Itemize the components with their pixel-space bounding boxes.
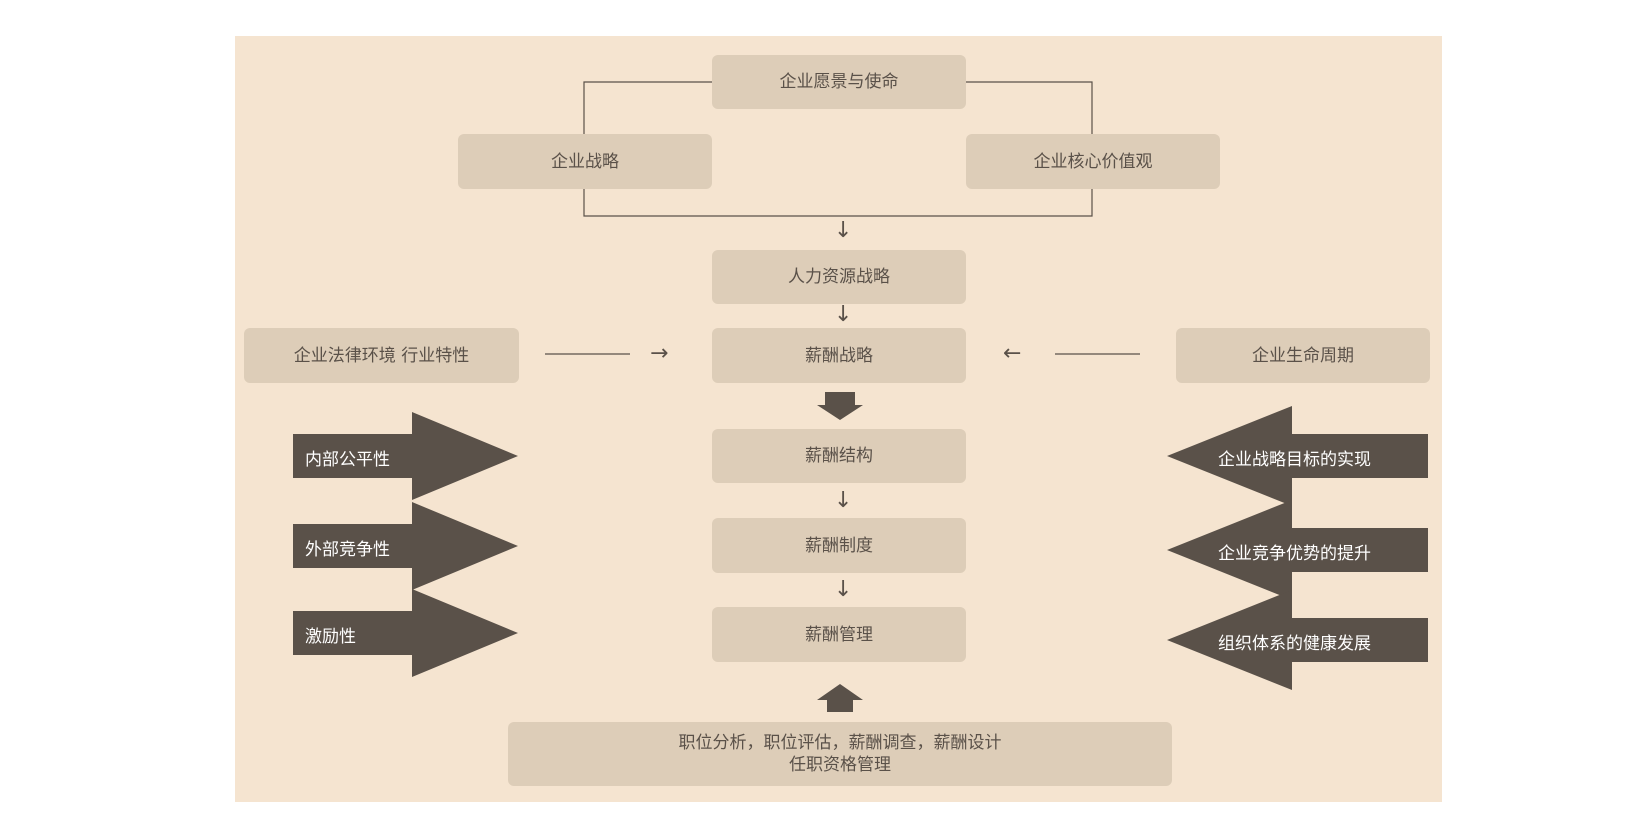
- bracket-right-top: [966, 81, 1093, 134]
- strategy-box: 企业战略: [458, 134, 712, 189]
- left-arrow-shape-3: [293, 589, 518, 677]
- foundation-box: 职位分析，职位评估，薪酬调查，薪酬设计 任职资格管理: [508, 722, 1172, 786]
- right-arrow-label-1: 企业战略目标的实现: [1218, 450, 1371, 470]
- left-arrow-shape-1: [293, 412, 518, 500]
- right-arrow-shape-2: [1167, 500, 1428, 600]
- values-box: 企业核心价值观: [966, 134, 1220, 189]
- thick-down-arrow: [817, 392, 863, 420]
- right-arrow-label-2: 企业竞争优势的提升: [1218, 544, 1371, 564]
- left-arrow-icon: ←: [1003, 341, 1022, 366]
- left-arrow-label-2: 外部竞争性: [305, 540, 390, 560]
- bracket-bottom: [583, 189, 1093, 217]
- down-arrow-icon: ↓: [834, 577, 853, 602]
- right-arrow-icon: →: [650, 341, 669, 366]
- right-arrow-shape-3: [1167, 590, 1428, 690]
- comp-structure-box: 薪酬结构: [712, 429, 966, 483]
- down-arrow-icon: ↓: [834, 302, 853, 327]
- environment-box: 企业法律环境 行业特性: [244, 328, 519, 383]
- comp-system-box: 薪酬制度: [712, 518, 966, 573]
- left-arrow-shape-2: [293, 502, 518, 590]
- left-arrow-label-1: 内部公平性: [305, 450, 390, 470]
- comp-management-box: 薪酬管理: [712, 607, 966, 662]
- comp-strategy-box: 薪酬战略: [712, 328, 966, 383]
- left-arrow-label-3: 激励性: [305, 627, 356, 647]
- hr-strategy-box: 人力资源战略: [712, 250, 966, 304]
- right-arrow-label-3: 组织体系的健康发展: [1218, 634, 1371, 654]
- down-arrow-icon: ↓: [834, 488, 853, 513]
- foundation-line-2: 任职资格管理: [789, 755, 891, 775]
- foundation-line-1: 职位分析，职位评估，薪酬调查，薪酬设计: [678, 733, 1002, 753]
- vision-box: 企业愿景与使命: [712, 55, 966, 109]
- bracket-left-top: [583, 81, 712, 134]
- lifecycle-box: 企业生命周期: [1176, 328, 1430, 383]
- thick-up-arrow: [817, 684, 863, 712]
- right-arrow-shape-1: [1167, 406, 1428, 506]
- down-arrow-icon: ↓: [834, 218, 853, 243]
